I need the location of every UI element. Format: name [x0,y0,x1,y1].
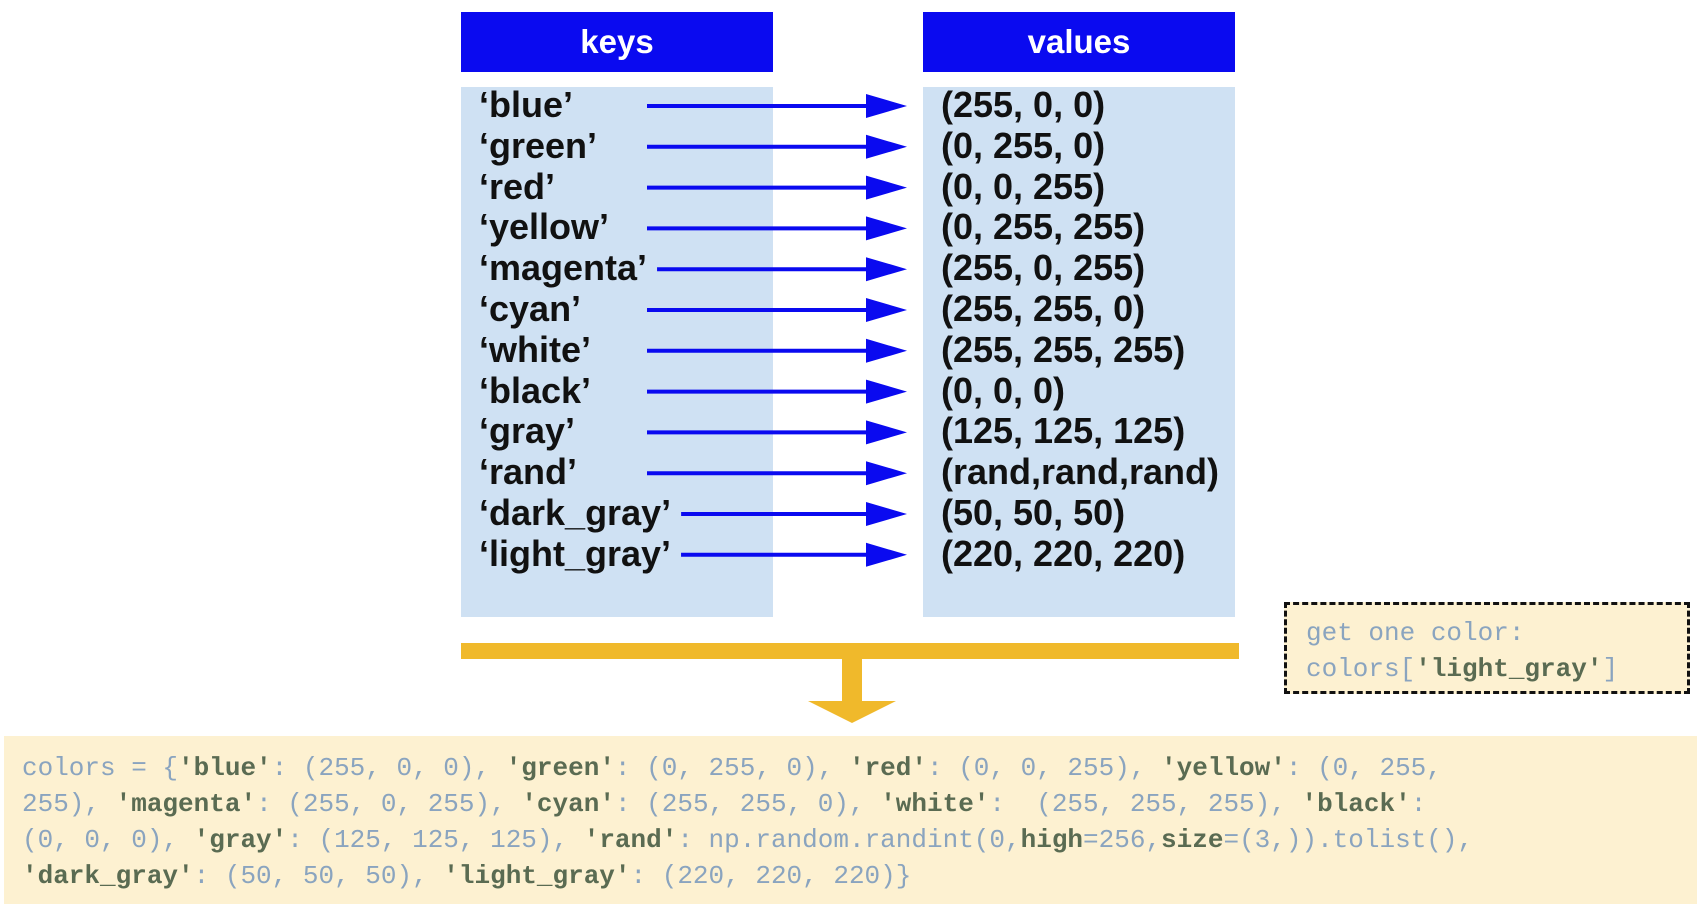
key-label: ‘green’ [479,124,598,166]
get-one-color-caption: get one color: [1306,618,1525,648]
arrow-head-icon [866,94,907,118]
code-key-token: 'cyan' [521,789,615,819]
code-key-token: 'rand' [583,825,678,855]
code-key-token: 'blue' [178,753,272,783]
value-label: (0, 255, 0) [941,124,1106,166]
arrow-head-icon [866,542,907,567]
arrow-head-icon [866,134,907,159]
code-key-token: high [1020,825,1084,855]
key-label: ‘blue’ [479,84,574,125]
code-token: =256, [1083,825,1162,855]
arrow-head-icon [866,175,907,200]
key-label: ‘rand’ [479,451,578,493]
value-label: (rand,rand,rand) [941,451,1220,493]
arrow-head-icon [866,461,907,486]
code-token: =(3,)).tolist(), [1223,825,1474,855]
code-token: : (50, 50, 50), [193,861,444,891]
arrow-head-icon [866,257,907,282]
code-key-token: 'green' [505,753,615,783]
key-label: ‘magenta’ [479,247,648,289]
code-line: colors = {'blue': (255, 0, 0), 'green': … [22,750,1697,786]
value-label: (220, 220, 220) [941,532,1186,574]
value-label: (255, 0, 0) [941,84,1106,125]
value-label: (0, 255, 255) [941,206,1146,248]
key-label: ‘cyan’ [479,288,582,329]
key-label: ‘light_gray’ [479,532,672,574]
colors-dict-code-block: colors = {'blue': (255, 0, 0), 'green': … [4,736,1697,904]
code-key-token: 'yellow' [1161,753,1286,783]
values-panel [923,87,1235,617]
value-label: (255, 255, 255) [941,328,1186,370]
code-key-token: 'magenta' [115,789,257,819]
code-line: (0, 0, 0), 'gray': (125, 125, 125), 'ran… [22,822,1697,858]
code-token: : (0, 255, 0), [614,753,849,783]
value-label: (255, 0, 255) [941,247,1146,289]
get-one-color-expression: colors['light_gray'] [1306,651,1687,687]
keys-header-label: keys [580,23,654,60]
values-header-label: values [1027,23,1131,60]
values-header: values [923,12,1235,72]
key-label: ‘red’ [479,165,556,207]
key-label: ‘black’ [479,369,592,411]
code-token: : (0, 0, 255), [926,753,1162,783]
expression-suffix: ] [1602,654,1619,684]
value-label: (50, 50, 50) [941,492,1126,533]
code-token: (0, 0, 0), [22,825,194,855]
merge-arrow-head-icon [808,701,896,723]
code-token: 255), [22,789,116,819]
value-label: (0, 0, 255) [941,165,1106,207]
code-token: : (255, 0, 255), [256,789,522,819]
code-key-token: 'light_gray' [443,861,631,891]
code-key-token: 'red' [848,753,927,783]
arrow-head-icon [866,338,907,363]
code-key-token: 'black' [1301,789,1411,819]
code-key-token: 'gray' [193,825,288,855]
code-token: : (125, 125, 125), [287,825,584,855]
expression-key: 'light_gray' [1415,654,1603,684]
arrow-head-icon [866,420,907,445]
get-one-color-box: get one color: colors['light_gray'] [1284,602,1690,694]
code-token: : (255, 255, 255), [989,789,1302,819]
value-label: (255, 255, 0) [941,288,1146,329]
code-token: : [1410,789,1427,819]
merge-bar [461,643,1239,659]
arrow-head-icon [866,502,907,526]
arrow-head-icon [866,216,907,241]
arrow-head-icon [866,379,907,404]
code-token: : (255, 0, 0), [271,753,506,783]
key-label: ‘white’ [479,328,592,370]
key-label: ‘dark_gray’ [479,492,672,533]
code-token: : (220, 220, 220)} [630,861,912,891]
code-token: : np.random.randint(0, [677,825,1021,855]
code-key-token: size [1161,825,1224,855]
code-line: 255), 'magenta': (255, 0, 255), 'cyan': … [22,786,1697,822]
code-token: : (255, 255, 0), [614,789,881,819]
keys-header: keys [461,12,773,72]
merge-arrow-stem [842,659,862,703]
code-key-token: 'dark_gray' [22,861,194,891]
key-label: ‘gray’ [479,410,576,452]
code-key-token: 'white' [880,789,990,819]
value-label: (0, 0, 0) [941,369,1066,411]
code-line: 'dark_gray': (50, 50, 50), 'light_gray':… [22,858,1697,894]
key-label: ‘yellow’ [479,206,610,248]
value-label: (125, 125, 125) [941,410,1186,452]
arrow-head-icon [866,298,907,322]
expression-prefix: colors[ [1306,654,1416,684]
code-token: : (0, 255, [1285,753,1442,783]
code-token: colors = { [22,753,179,783]
